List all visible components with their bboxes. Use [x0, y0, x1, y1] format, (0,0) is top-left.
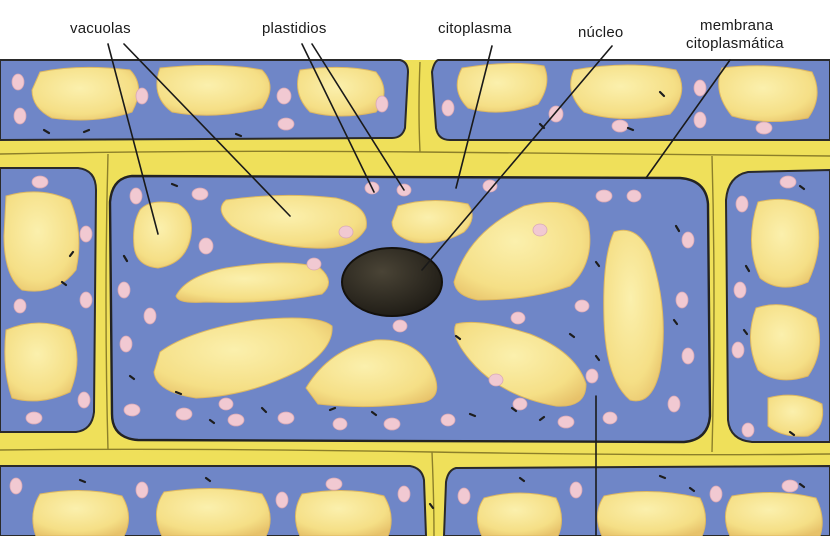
- label-citoplasma: citoplasma: [438, 20, 512, 37]
- label-nucleo: núcleo: [578, 24, 623, 41]
- vacuole: [750, 305, 819, 380]
- vacuole: [725, 492, 822, 536]
- vacuole: [597, 491, 705, 536]
- label-membrana-line2: citoplasmática: [686, 35, 784, 52]
- vacuole: [4, 192, 79, 291]
- label-membrana-line1: membrana: [700, 17, 774, 34]
- vacuole: [768, 395, 823, 436]
- vacuole: [32, 67, 139, 120]
- vacuole: [298, 67, 384, 116]
- vacuole: [751, 199, 818, 287]
- label-vacuolas: vacuolas: [70, 20, 131, 37]
- nucleus: [342, 248, 442, 316]
- vacuole: [5, 323, 77, 401]
- vacuole: [457, 63, 547, 112]
- vacuole: [157, 65, 270, 115]
- vacuole: [295, 490, 391, 536]
- vacuole: [156, 488, 270, 536]
- vacuole: [571, 65, 682, 119]
- vacuole: [33, 490, 129, 536]
- vacuole: [477, 493, 561, 536]
- vacuole: [719, 66, 817, 122]
- label-plastidios: plastidios: [262, 20, 327, 37]
